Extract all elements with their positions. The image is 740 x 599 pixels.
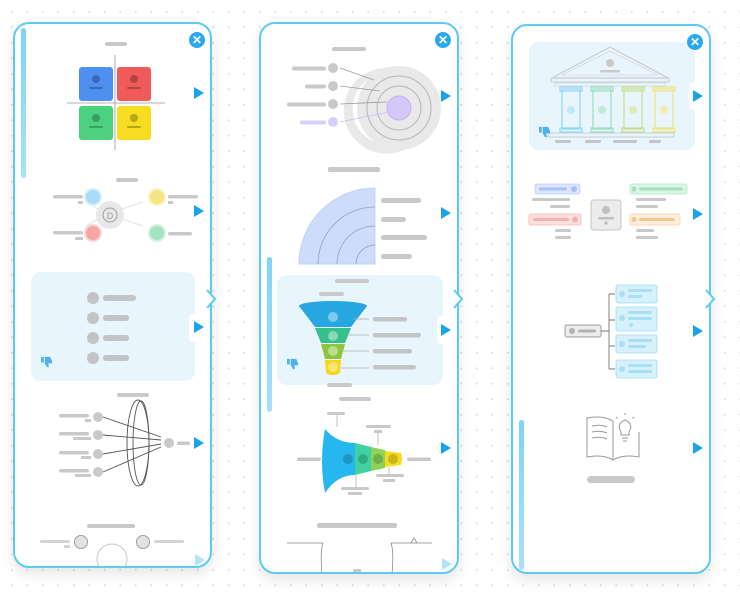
horizontal-funnel-graphic [297,412,431,495]
title-placeholder [328,167,380,172]
temple-graphic [547,46,676,143]
expand-arrow-icon[interactable] [194,87,204,99]
scrollbar[interactable] [267,257,272,412]
expand-arrow-icon[interactable] [441,324,451,336]
bullet-list-graphic [87,292,136,364]
template-vertical-funnel[interactable] [277,275,443,385]
expand-arrow-icon[interactable] [194,205,204,217]
template-mind-map-4-branch[interactable] [527,176,693,248]
expand-arrow-icon[interactable] [442,558,452,570]
title-placeholder [87,524,135,528]
caption-placeholder [327,383,352,387]
svg-text:D: D [107,211,114,221]
title-placeholder [116,178,138,182]
template-panel-left: D [13,22,217,568]
template-lens-convergence[interactable] [31,388,191,488]
swot-graphic: D [53,188,198,242]
template-panel-right: ✕ [511,24,716,574]
template-tree-right[interactable] [527,282,693,382]
expand-arrow-icon[interactable] [693,90,703,102]
template-swot-radial[interactable]: D [31,172,198,252]
template-quadrant-matrix[interactable] [31,38,191,156]
panel-notch [453,289,464,309]
title-placeholder [335,279,369,283]
close-button[interactable]: ✕ [687,34,703,50]
line-chart-graphic [287,537,432,572]
panel-notch [705,289,716,309]
cycle-graphic [40,535,184,566]
thumbs-down-icon[interactable] [287,358,299,370]
title-placeholder [339,397,371,401]
title-placeholder [105,42,127,46]
template-pillar-temple[interactable] [529,42,695,150]
book-idea-graphic [586,413,640,461]
template-cycle-partial[interactable] [31,519,191,566]
mind-map-graphic [528,183,688,239]
title-placeholder [317,523,397,528]
template-line-chart-partial[interactable] [277,519,437,572]
template-book-idea[interactable] [527,404,693,492]
scrollbar[interactable] [21,28,26,178]
expand-arrow-icon[interactable] [693,208,703,220]
expand-arrow-icon[interactable] [693,442,703,454]
lens-graphic [59,399,190,487]
thumbs-down-icon[interactable] [539,126,551,138]
template-bullet-list[interactable] [31,272,195,381]
subtitle-placeholder [319,292,344,296]
close-button[interactable]: ✕ [189,32,205,48]
template-concentric-target[interactable] [277,42,441,170]
title-placeholder [332,47,366,51]
funnel-graphic [299,301,421,375]
expand-arrow-icon[interactable] [441,442,451,454]
panel-notch [206,289,217,309]
expand-arrow-icon[interactable] [693,325,703,337]
template-quarter-radial[interactable] [277,164,437,266]
expand-arrow-icon[interactable] [194,321,204,333]
scrollbar[interactable] [519,420,524,570]
quadrant-graphic [67,55,165,150]
expand-arrow-icon[interactable] [195,554,205,566]
title-placeholder [117,393,149,397]
thumbs-down-icon[interactable] [41,356,53,368]
tree-graphic [564,284,658,379]
expand-arrow-icon[interactable] [441,207,451,219]
title-placeholder [587,476,635,483]
expand-arrow-icon[interactable] [194,437,204,449]
template-horizontal-funnel[interactable] [277,395,437,495]
quarter-radial-graphic [298,187,427,265]
target-graphic [287,63,441,154]
template-panel-middle: ✕ [259,22,464,574]
expand-arrow-icon[interactable] [441,90,451,102]
close-button[interactable]: ✕ [435,32,451,48]
